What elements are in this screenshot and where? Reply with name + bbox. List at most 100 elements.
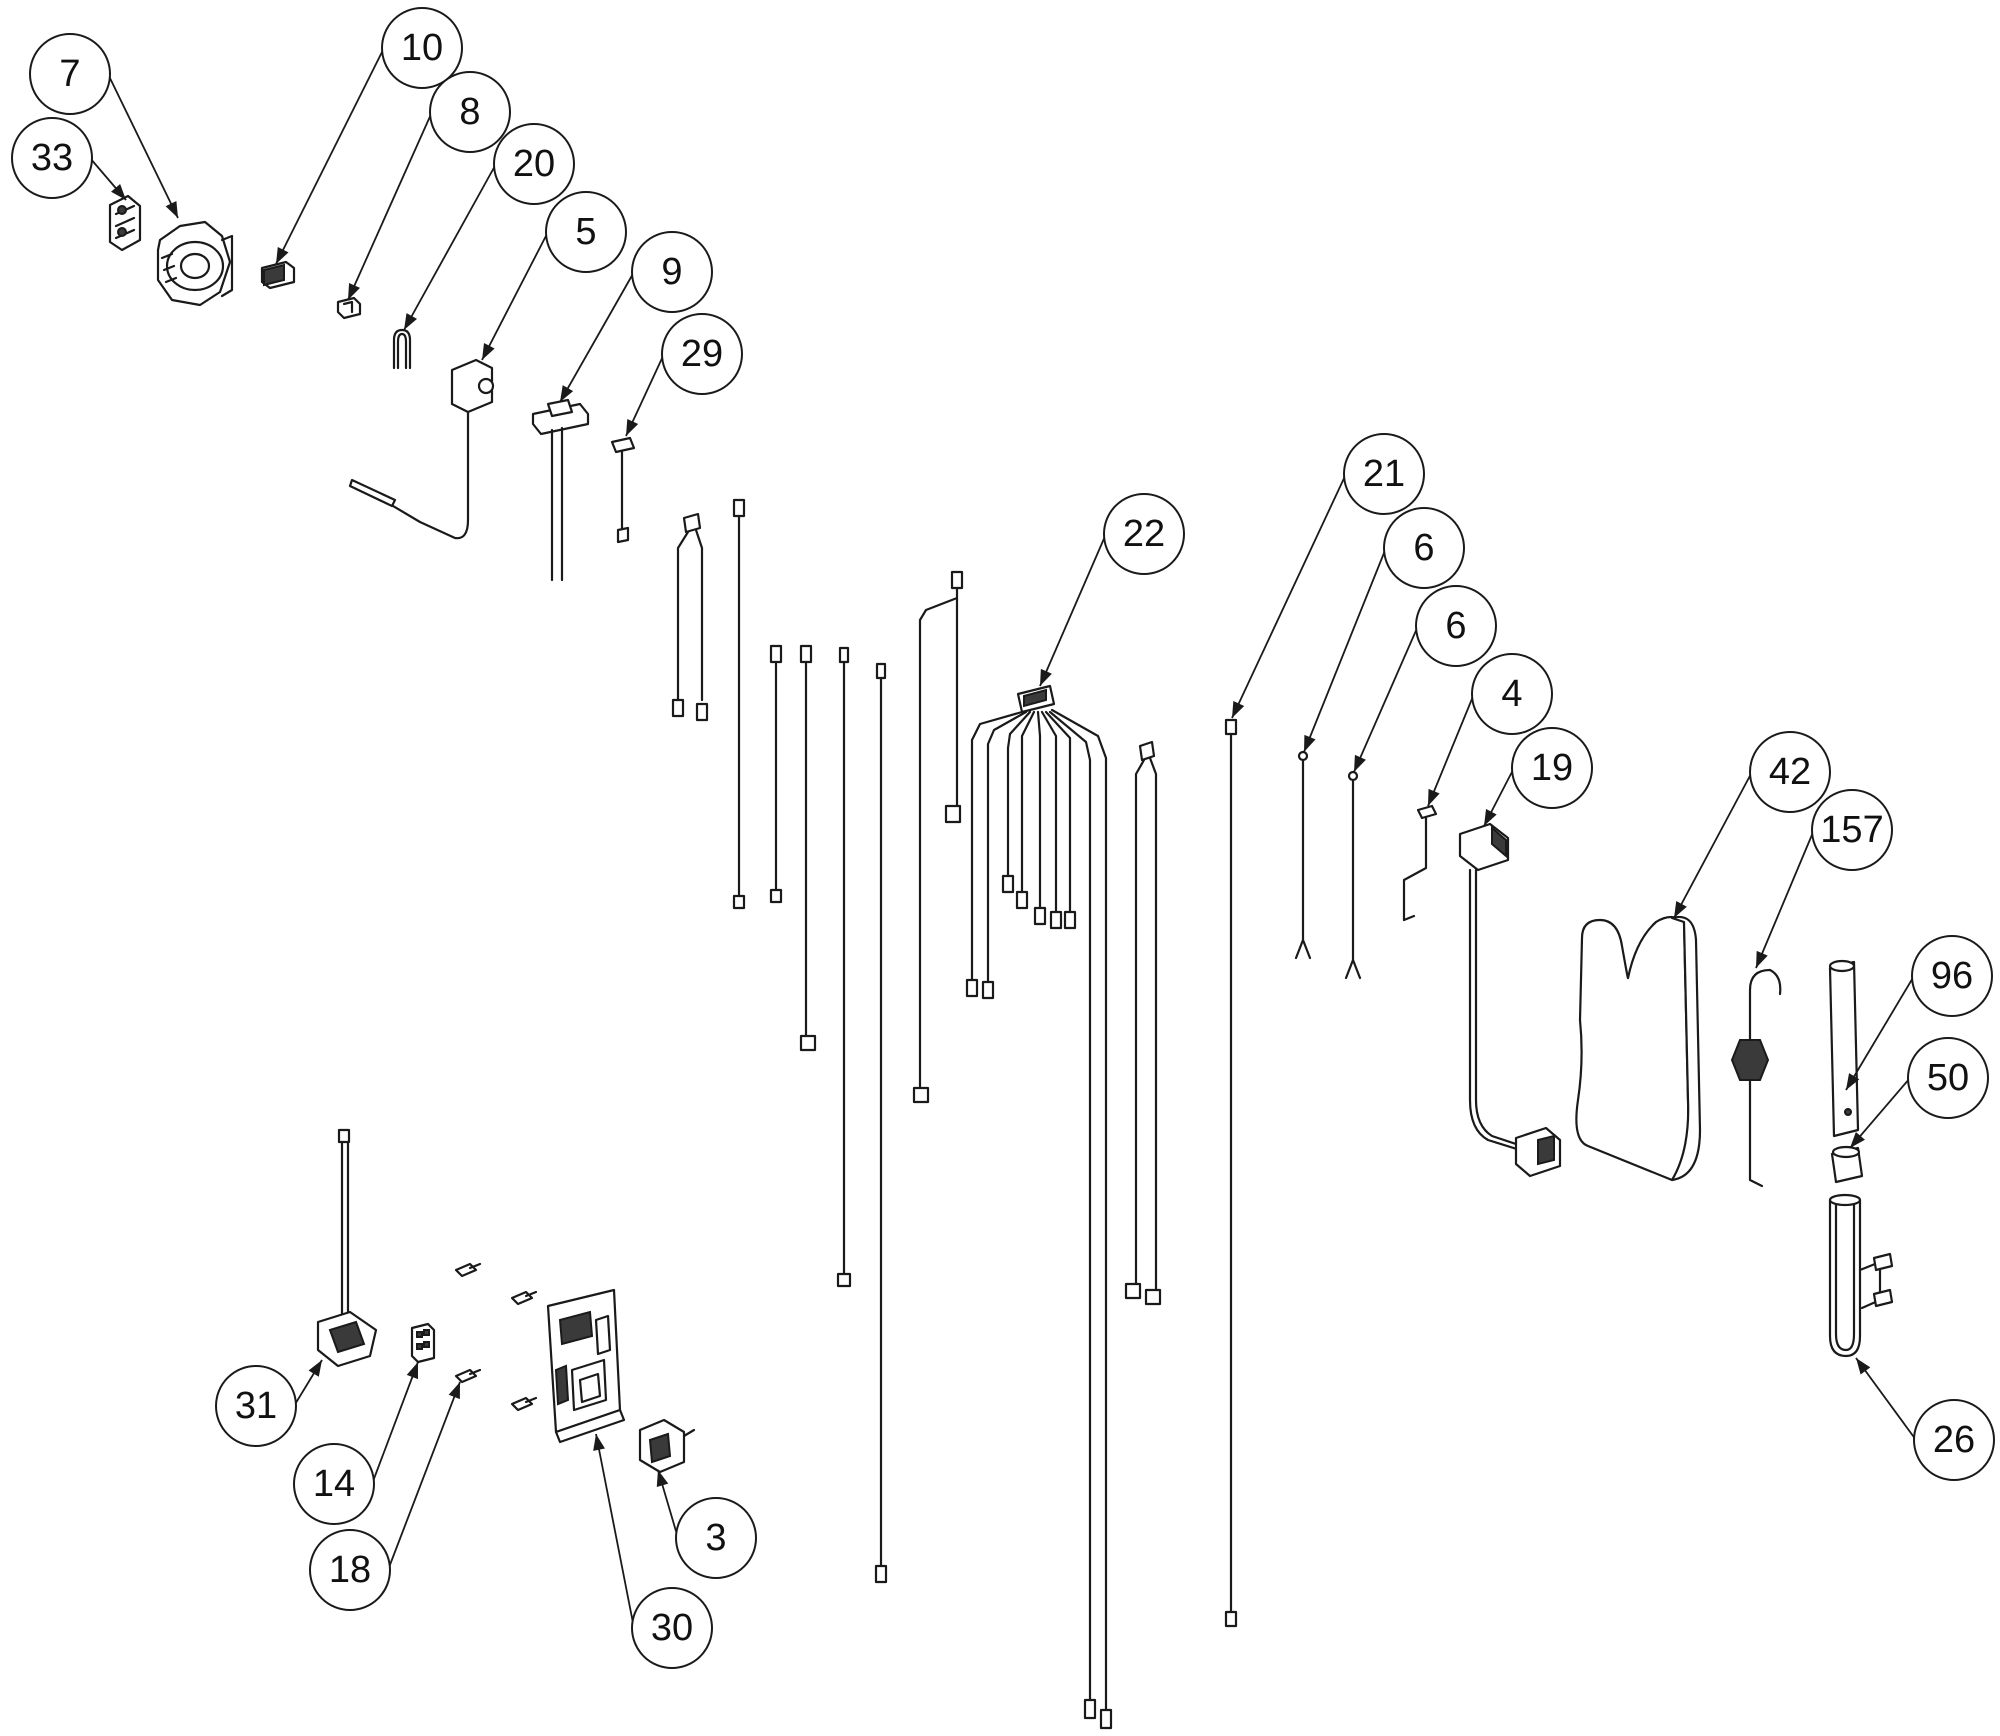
- callout-number: 5: [575, 211, 596, 253]
- callout-balloon: [545, 191, 627, 273]
- leader-line: [107, 73, 179, 219]
- leader-arrowhead: [348, 282, 361, 300]
- callout-5: 5: [481, 191, 627, 361]
- callout-42: 42: [1673, 731, 1831, 919]
- callout-30: 30: [593, 1433, 713, 1669]
- callout-balloon: [1911, 935, 1993, 1017]
- part-u-tube-26: [1828, 1193, 1894, 1358]
- leader-arrowhead: [1040, 668, 1052, 686]
- part-terminal-block: [108, 194, 142, 252]
- leader-arrowhead: [1484, 809, 1497, 826]
- callout-balloon: [1913, 1399, 1995, 1481]
- leader-arrowhead: [1354, 754, 1366, 772]
- part-cap-50: [1830, 1145, 1864, 1184]
- leader-line: [1303, 547, 1387, 753]
- part-tube-96: [1828, 959, 1860, 1138]
- leader-arrowhead: [1428, 788, 1440, 806]
- leader-line: [387, 1381, 461, 1571]
- leader-arrowhead: [1232, 700, 1245, 718]
- callout-4: 4: [1427, 653, 1553, 807]
- callout-31: 31: [215, 1359, 323, 1447]
- leader-line: [1427, 693, 1475, 807]
- part-spring-hook-157: [1730, 968, 1782, 1188]
- callout-14: 14: [293, 1361, 419, 1525]
- callout-balloon: [11, 117, 93, 199]
- leader-arrowhead: [448, 1382, 460, 1400]
- callout-balloon: [1103, 493, 1185, 575]
- callout-balloon: [1343, 433, 1425, 515]
- leader-arrowhead: [111, 183, 126, 200]
- leader-arrowhead: [1756, 950, 1768, 968]
- part-insulation-42: [1575, 915, 1702, 1182]
- callout-balloon: [381, 7, 463, 89]
- callout-number: 157: [1820, 809, 1883, 851]
- part-wire-pair-right: [1124, 740, 1162, 1306]
- callout-number: 9: [661, 251, 682, 293]
- callout-number: 31: [235, 1385, 277, 1427]
- part-pressure-switch: [156, 220, 234, 307]
- callout-number: 21: [1363, 453, 1405, 495]
- leader-arrowhead: [482, 343, 495, 360]
- leader-line: [275, 47, 385, 265]
- callout-3: 3: [656, 1469, 757, 1579]
- callout-21: 21: [1231, 433, 1425, 719]
- leader-arrowhead: [404, 313, 418, 330]
- callout-balloon: [1383, 507, 1465, 589]
- callout-22: 22: [1039, 493, 1185, 687]
- callout-number: 18: [329, 1549, 371, 1591]
- leader-line: [1673, 771, 1753, 919]
- part-ground-wire-4: [1402, 804, 1438, 922]
- callout-number: 26: [1933, 1419, 1975, 1461]
- leader-arrowhead: [1304, 734, 1316, 752]
- callout-number: 42: [1769, 751, 1811, 793]
- leader-line: [559, 271, 635, 403]
- callout-balloon: [429, 71, 511, 153]
- callout-number: 8: [459, 91, 480, 133]
- part-clip-8: [336, 296, 362, 320]
- leader-line: [1231, 473, 1347, 719]
- callout-29: 29: [625, 313, 743, 437]
- part-connector-14: [410, 1322, 436, 1364]
- leader-line: [1353, 625, 1419, 773]
- callout-balloon: [661, 313, 743, 395]
- leader-line: [1845, 975, 1915, 1091]
- leader-arrowhead: [560, 385, 574, 402]
- part-control-board-30: [546, 1288, 626, 1444]
- callout-number: 20: [513, 143, 555, 185]
- leader-arrowhead: [593, 1434, 605, 1451]
- callout-balloon: [293, 1443, 375, 1525]
- callout-balloon: [1511, 727, 1593, 809]
- callout-number: 3: [705, 1517, 726, 1559]
- callout-balloon: [631, 231, 713, 313]
- leader-line: [347, 111, 433, 301]
- callout-number: 30: [651, 1607, 693, 1649]
- leader-line: [1755, 829, 1815, 969]
- part-main-harness-22: [965, 684, 1113, 1730]
- leader-arrowhead: [406, 1362, 418, 1380]
- callout-number: 14: [313, 1463, 355, 1505]
- callout-number: 50: [1927, 1057, 1969, 1099]
- callout-18: 18: [309, 1381, 461, 1611]
- part-thermostat-5: [348, 358, 495, 540]
- callout-balloon: [631, 1587, 713, 1669]
- callout-number: 22: [1123, 513, 1165, 555]
- part-sensor-wire-6b: [1344, 770, 1362, 980]
- leader-arrowhead: [165, 200, 178, 218]
- callout-157: 157: [1755, 789, 1893, 969]
- callout-20: 20: [403, 123, 575, 331]
- callout-6: 6: [1303, 507, 1465, 753]
- leader-arrowhead: [1674, 901, 1687, 918]
- callout-33: 33: [11, 117, 127, 201]
- part-switch-3: [638, 1418, 696, 1474]
- callout-balloon: [675, 1497, 757, 1579]
- leader-arrowhead: [626, 418, 639, 436]
- callout-balloon: [1471, 653, 1553, 735]
- callout-number: 29: [681, 333, 723, 375]
- callout-number: 96: [1931, 955, 1973, 997]
- part-sensor-29: [610, 436, 636, 544]
- callout-10: 10: [275, 7, 463, 265]
- leader-line: [481, 231, 549, 361]
- leader-arrowhead: [1846, 1073, 1860, 1090]
